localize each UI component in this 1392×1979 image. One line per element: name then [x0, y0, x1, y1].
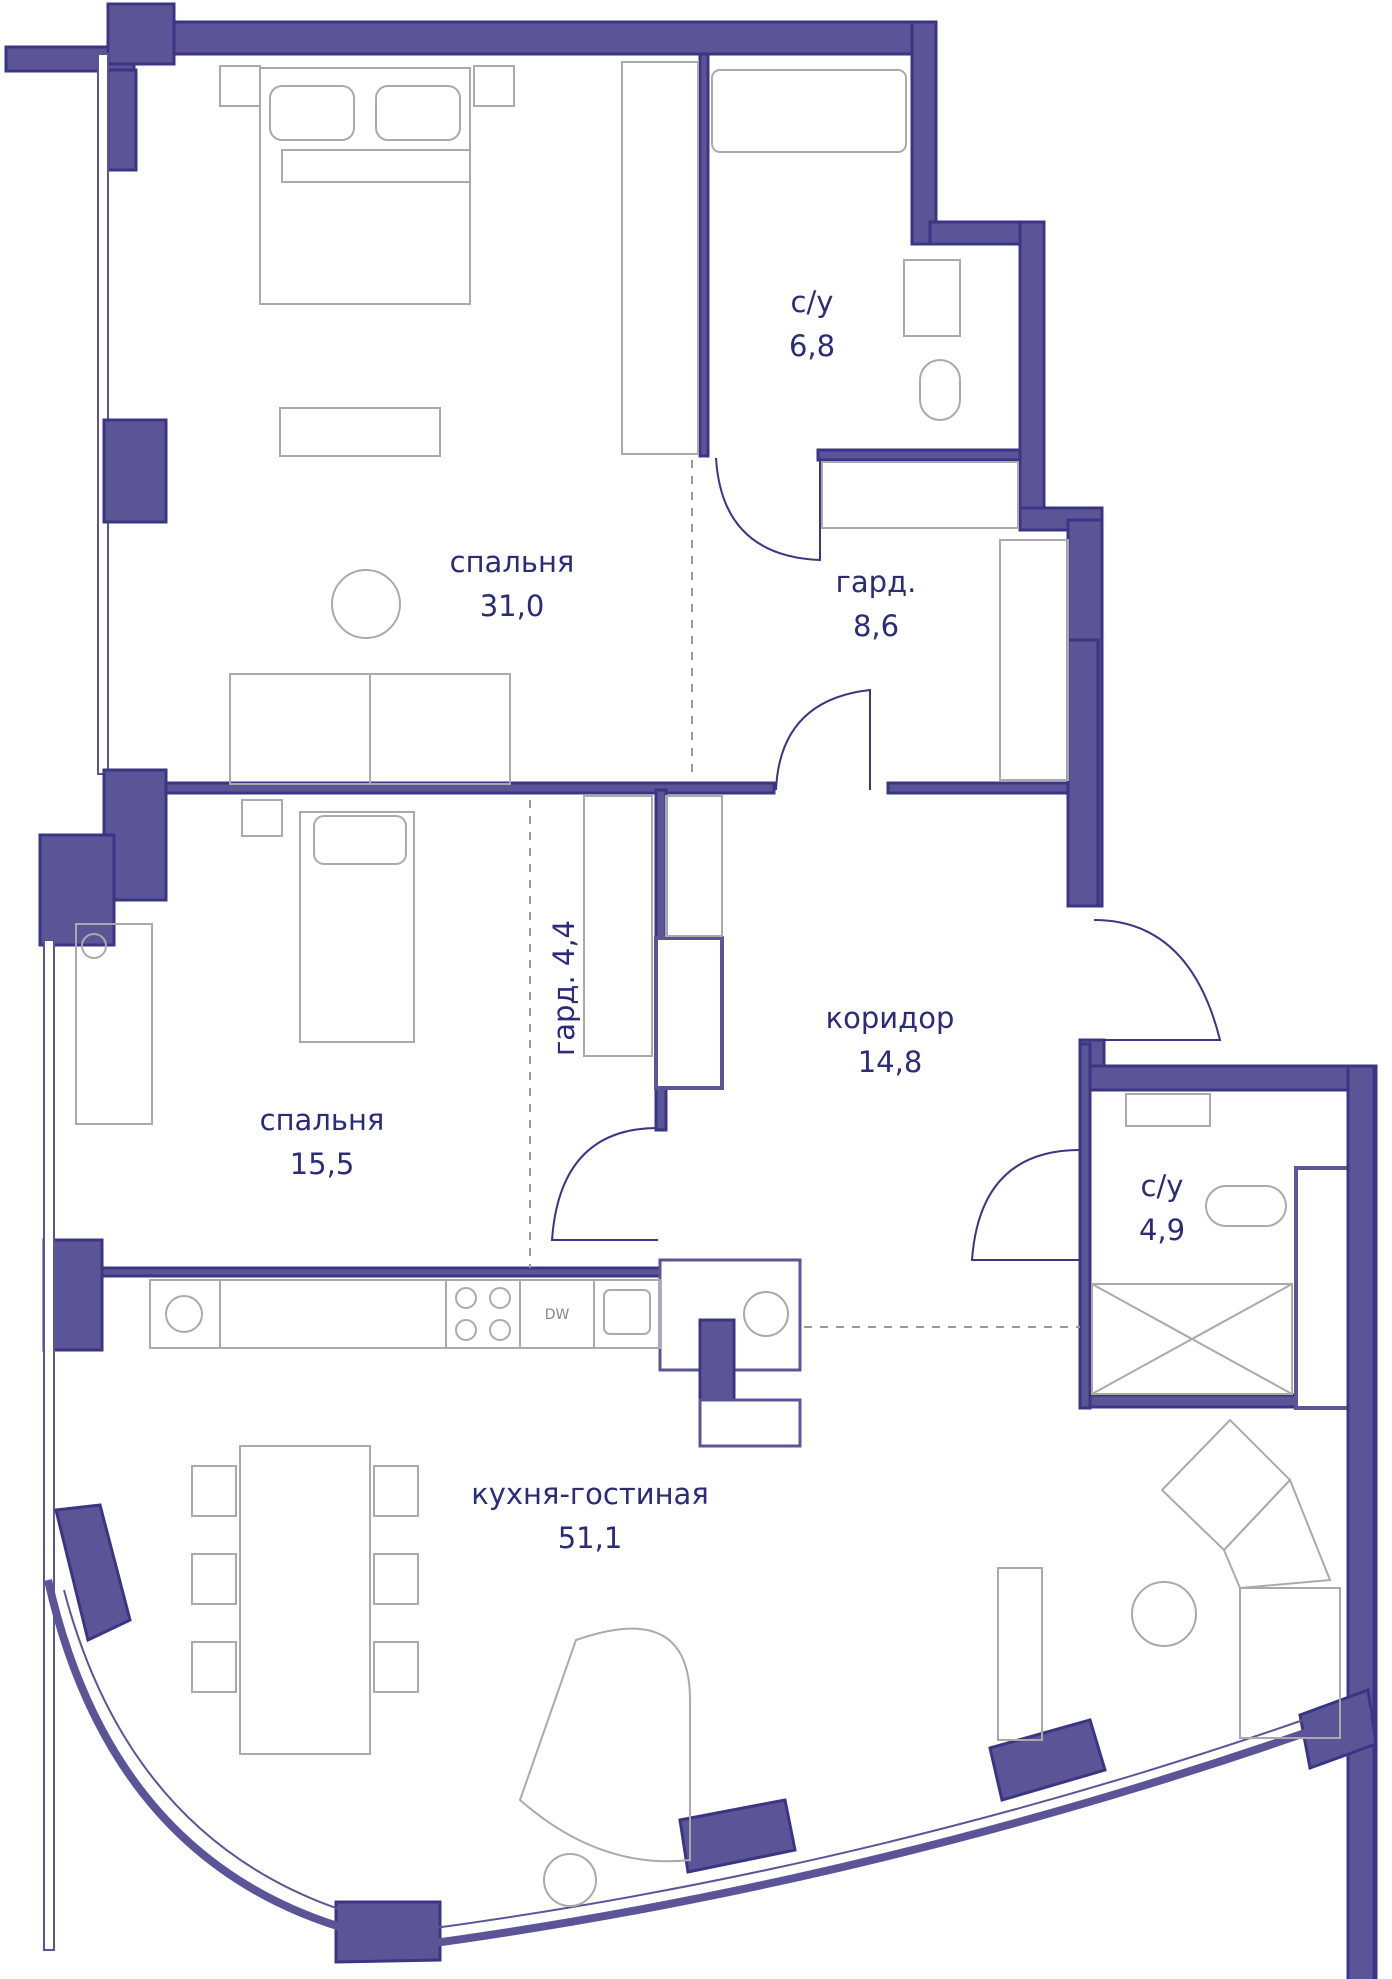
room-name: гард. 4,4 — [547, 919, 581, 1057]
room-name: кухня-гостиная — [471, 1477, 709, 1511]
room-name: спальня — [449, 545, 575, 579]
room-area: 14,8 — [857, 1045, 923, 1079]
walls — [4, 2, 1378, 1979]
room-name: с/у — [790, 285, 834, 319]
label-living: кухня-гостиная 51,1 — [471, 1472, 709, 1560]
room-area: 6,8 — [788, 329, 836, 363]
label-bath-1: с/у 6,8 — [789, 280, 835, 368]
curved-inner-wall — [63, 1589, 1361, 1932]
room-name: коридор — [825, 1001, 955, 1035]
label-bedroom-main: спальня 31,0 — [450, 540, 575, 628]
label-corridor: коридор 14,8 — [826, 996, 955, 1084]
label-wardrobe-1: гард. 8,6 — [836, 560, 917, 648]
label-bath-2: с/у 4,9 — [1139, 1164, 1185, 1252]
room-area: 8,6 — [852, 609, 900, 643]
label-wardrobe-2: гард. 4,4 — [542, 920, 586, 1056]
room-area: 31,0 — [479, 589, 545, 623]
room-name: с/у — [1140, 1169, 1184, 1203]
room-name: спальня — [259, 1103, 385, 1137]
label-bedroom-2: спальня 15,5 — [260, 1098, 385, 1186]
zone-dividers — [529, 460, 1080, 1328]
doors — [550, 457, 1222, 1261]
room-name: гард. — [835, 565, 917, 599]
furniture — [75, 61, 1341, 1907]
room-area: 15,5 — [289, 1147, 355, 1181]
curved-outer-wall — [44, 1579, 1372, 1950]
room-area: 4,9 — [1138, 1213, 1186, 1247]
room-area: 51,1 — [557, 1521, 623, 1555]
dishwasher-label: DW — [544, 1307, 570, 1323]
